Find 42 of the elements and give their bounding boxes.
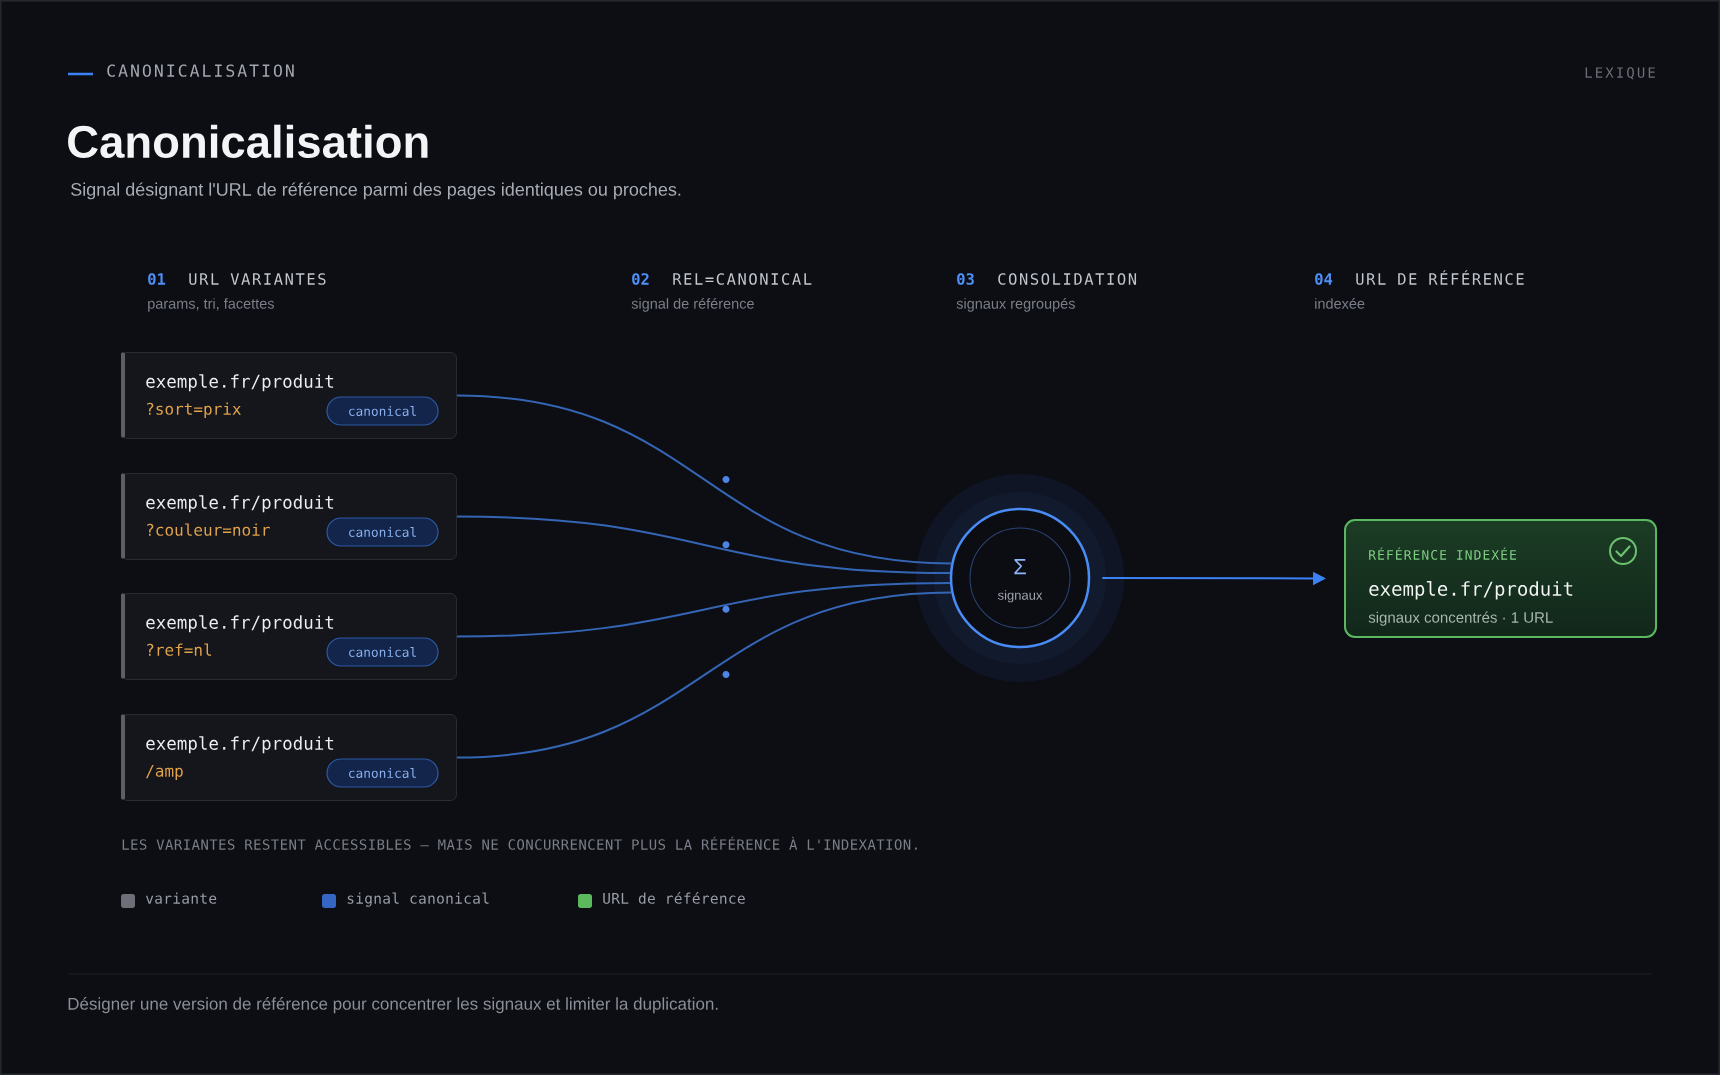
url-text: exemple.fr/produit — [146, 374, 334, 392]
category-label: LEXIQUE — [1585, 67, 1655, 80]
query-text: /amp — [146, 764, 183, 780]
footer-text: Désigner une version de référence pour concentrer les signaux et limiter la duplication. — [68, 997, 718, 1014]
query-text: ?sort=prix — [147, 402, 241, 418]
column-subheading: signaux regroupés — [956, 297, 1075, 312]
column-heading: URL DE RÉFÉRENCE — [1356, 270, 1524, 285]
column-subheading: signal de référence — [631, 297, 754, 312]
column-heading: CONSOLIDATION — [998, 273, 1137, 285]
canonical-badge: canonical — [326, 758, 439, 788]
legend-label: variante — [145, 892, 217, 904]
note-text: LES VARIANTES RESTENT ACCESSIBLES — MAIS NE CONCURRENCENT PLUS LA RÉFÉRENCE À L'INDEXATION. — [122, 836, 917, 850]
sigma-symbol: Σ — [1014, 559, 1026, 575]
connector-curve — [456, 591, 953, 759]
step-number: 04 — [1315, 273, 1333, 285]
card-caption: RÉFÉRENCE INDEXÉE — [1369, 547, 1516, 560]
card-subtext: signaux concentrés · 1 URL — [1368, 611, 1553, 626]
step-number: 01 — [148, 273, 166, 285]
column-subheading: indexée — [1315, 297, 1365, 309]
column-heading: URL VARIANTES — [189, 273, 326, 285]
canonical-badge: canonical — [326, 517, 439, 547]
column-heading: REL=CANONICAL — [673, 273, 812, 285]
connector-curve — [456, 515, 951, 575]
url-text: exemple.fr/produit — [146, 495, 334, 513]
canonical-badge: canonical — [326, 637, 439, 667]
connector-curve — [456, 394, 953, 565]
url-text: exemple.fr/produit — [146, 736, 334, 754]
connector-curve — [456, 581, 951, 638]
legend-label: signal canonical — [347, 892, 489, 907]
hub-label: signaux — [997, 590, 1043, 603]
query-text: ?ref=nl — [147, 643, 212, 656]
subtitle: Signal désignant l'URL de référence parmi des pages identiques ou proches. — [71, 182, 681, 200]
step-number: 02 — [632, 273, 649, 285]
url-text: exemple.fr/produit — [146, 615, 334, 633]
step-number: 03 — [957, 273, 974, 285]
column-subheading: params, tri, facettes — [148, 298, 274, 312]
legend-label: URL de référence — [603, 892, 745, 904]
title: Canonicalisation — [68, 124, 428, 159]
canonical-badge: canonical — [326, 396, 439, 426]
url-text: exemple.fr/produit — [1369, 581, 1573, 600]
query-text: ?couleur=noir — [147, 523, 270, 536]
section-label: CANONICALISATION — [107, 64, 294, 77]
